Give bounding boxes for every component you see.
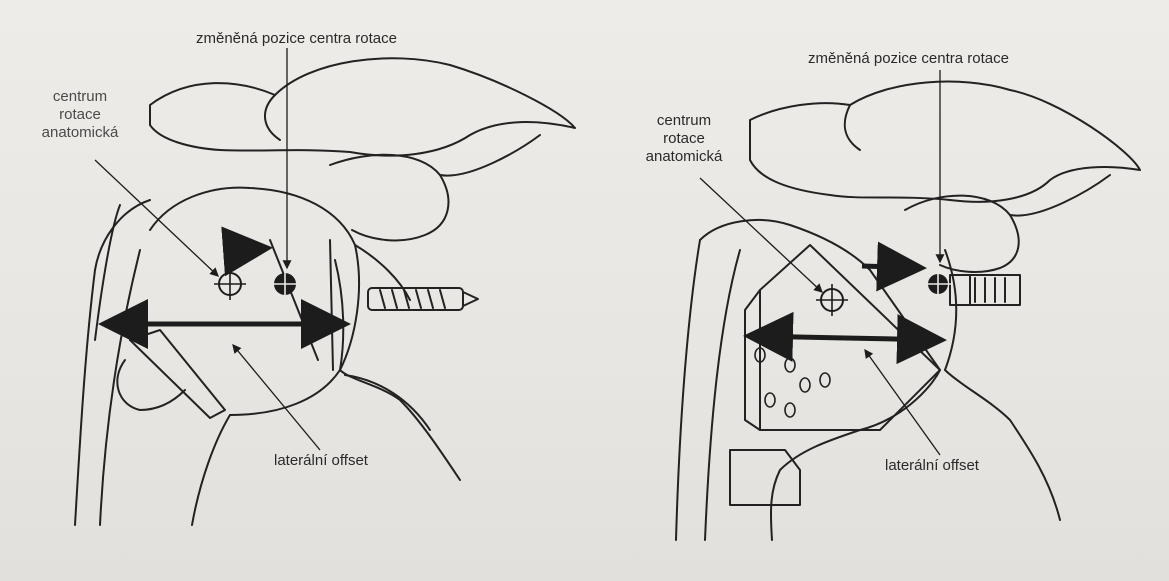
right-anatomic-line-1: centrum xyxy=(636,112,732,130)
left-anatomic-center-marker xyxy=(214,268,246,300)
right-changed-center-label: změněná pozice centra rotace xyxy=(808,50,1009,68)
left-prosthesis xyxy=(130,330,225,418)
right-shift-arrow xyxy=(862,266,922,268)
leader-left-anatomic xyxy=(95,160,218,276)
right-anatomic-center-marker xyxy=(816,284,848,316)
left-lateral-offset-label: laterální offset xyxy=(274,452,368,470)
leader-right-anatomic xyxy=(700,178,822,292)
left-acromion xyxy=(150,58,575,155)
left-changed-center-marker xyxy=(269,268,301,300)
right-acromion xyxy=(750,82,1140,202)
left-changed-center-label: změněná pozice centra rotace xyxy=(196,30,397,48)
leader-left-offset xyxy=(233,345,320,450)
right-lateral-offset-label: laterální offset xyxy=(885,457,979,475)
left-humeral-head xyxy=(150,188,359,415)
right-coracoid xyxy=(905,196,1019,272)
right-anatomic-line-2: rotace xyxy=(636,130,732,148)
left-anatomic-line-1: centrum xyxy=(40,88,120,106)
right-offset-arrow-b xyxy=(748,336,845,338)
right-changed-center-marker xyxy=(923,269,953,299)
left-coracoid xyxy=(330,155,448,241)
left-shift-arrow xyxy=(228,248,268,251)
left-anatomic-line-2: rotace xyxy=(40,106,120,124)
left-humerus xyxy=(100,250,140,525)
right-offset-arrow-a xyxy=(845,338,942,340)
right-anatomic-center-label: centrum rotace anatomická xyxy=(636,112,732,166)
left-anatomic-line-3: anatomická xyxy=(40,124,120,142)
right-anatomic-line-3: anatomická xyxy=(636,148,732,166)
leader-right-offset xyxy=(865,350,940,455)
left-anatomic-center-label: centrum rotace anatomická xyxy=(40,88,120,142)
